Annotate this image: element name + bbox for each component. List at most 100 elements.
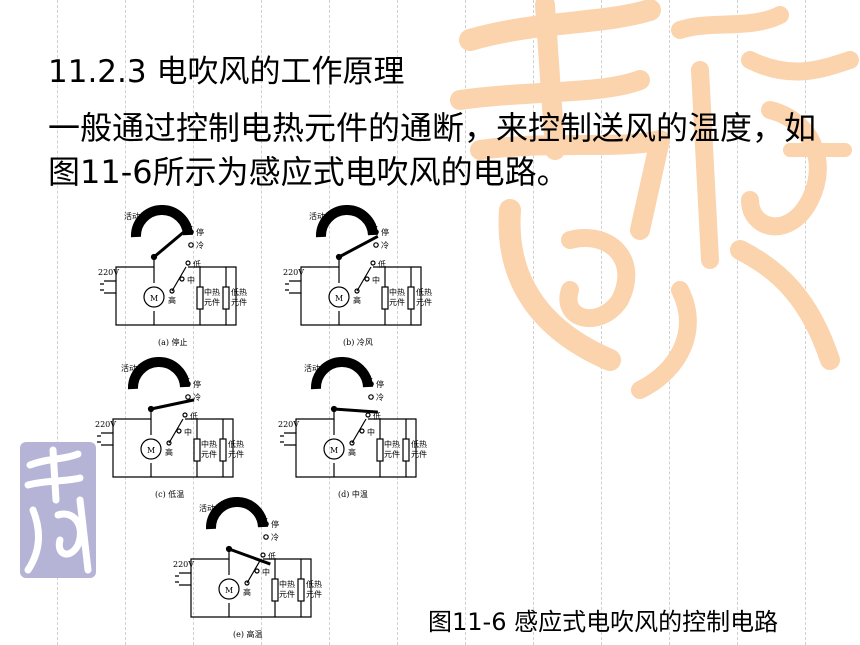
seal-stamp-decoration (20, 442, 96, 578)
label-voltage: 220V (278, 420, 299, 429)
label-motor: M (330, 446, 338, 455)
label-stop: 停 (193, 379, 201, 389)
label-cool: 冷 (196, 240, 204, 250)
mid-heater-icon (381, 286, 389, 310)
label-mid-heater: 中热 (204, 287, 220, 297)
guide-line (193, 0, 194, 645)
guide-line (329, 0, 330, 645)
label-contact: 活动片 (124, 211, 148, 221)
motor-icon (143, 286, 165, 308)
low-heater-icon (402, 438, 410, 462)
label-low-heater: 元件 (306, 589, 322, 599)
label-motor: M (335, 294, 343, 303)
label-low-heater: 元件 (231, 297, 247, 307)
label-cool: 冷 (193, 392, 201, 402)
plug-icon (175, 572, 192, 586)
label-contact: 活动片 (121, 363, 145, 373)
label-voltage: 220V (173, 560, 194, 569)
guide-line (125, 0, 126, 645)
guide-line (669, 0, 670, 645)
label-low-heater: 元件 (411, 449, 427, 459)
low-heater-icon (297, 578, 305, 602)
switch-blade (153, 227, 189, 259)
label-mid-heater: 元件 (204, 297, 220, 307)
low-heater-icon (219, 438, 227, 462)
mid-heater-icon (376, 438, 384, 462)
label-mid-heater: 中热 (279, 579, 295, 589)
panel-caption: (a) 停止 (158, 337, 188, 347)
label-stop: 停 (381, 227, 389, 237)
label-high: 高 (353, 295, 361, 305)
motor-icon (323, 438, 345, 460)
label-cool: 冷 (271, 532, 279, 542)
label-cool: 冷 (376, 392, 384, 402)
contact-arc (206, 497, 268, 530)
panel-caption: (d) 中温 (338, 489, 368, 499)
label-low-heater: 低热 (411, 439, 427, 449)
plug-icon (97, 432, 114, 446)
label-motor: M (225, 586, 233, 595)
label-contact: 活动片 (304, 363, 328, 373)
label-low-heater: 元件 (416, 297, 432, 307)
label-mid: 中 (372, 275, 380, 285)
label-low-heater: 低热 (231, 287, 247, 297)
label-high: 高 (348, 447, 356, 457)
label-mid-heater: 元件 (384, 449, 400, 459)
label-mid-heater: 元件 (389, 297, 405, 307)
label-mid: 中 (367, 427, 375, 437)
mid-heater-icon (196, 286, 204, 310)
section-heading: 11.2.3 电吹风的工作原理 (48, 54, 405, 90)
body-paragraph: 一般通过控制电热元件的通断，来控制送风的温度，如图11-6所示为感应式电吹风的电… (48, 109, 817, 191)
guide-line (57, 0, 58, 645)
guide-line (737, 0, 738, 645)
figure-caption: 图11-6 感应式电吹风的控制电路 (428, 608, 779, 636)
label-contact: 活动片 (309, 211, 333, 221)
mid-heater-icon (271, 578, 279, 602)
switch-blade (150, 398, 195, 411)
guide-line (261, 0, 262, 645)
label-mid: 中 (184, 427, 192, 437)
contact-arc (131, 205, 193, 238)
contact-arc (311, 357, 373, 390)
label-motor: M (150, 294, 158, 303)
contact-arc (128, 357, 190, 390)
label-voltage: 220V (98, 268, 119, 277)
label-mid: 中 (262, 567, 270, 577)
label-mid-heater: 中热 (389, 287, 405, 297)
plug-icon (100, 280, 117, 294)
label-high: 高 (243, 587, 251, 597)
label-low: 低 (373, 411, 381, 421)
label-motor: M (147, 446, 155, 455)
motor-icon (218, 578, 240, 600)
label-mid: 中 (187, 275, 195, 285)
label-cool: 冷 (381, 240, 389, 250)
guide-line (533, 0, 534, 645)
switch-blade (333, 407, 378, 414)
switch-blade (338, 235, 379, 259)
label-low: 低 (268, 551, 276, 561)
label-mid-heater: 元件 (279, 589, 295, 599)
low-heater-icon (222, 286, 230, 310)
panel-caption: (e) 高温 (233, 629, 263, 639)
label-mid-heater: 中热 (384, 439, 400, 449)
seal-calligraphy-decoration (450, 0, 859, 399)
label-voltage: 220V (283, 268, 304, 277)
label-high: 高 (165, 447, 173, 457)
label-low-heater: 低热 (228, 439, 244, 449)
label-stop: 停 (196, 227, 204, 237)
label-low-heater: 低热 (306, 579, 322, 589)
label-high: 高 (168, 295, 176, 305)
panel-caption: (c) 低温 (155, 489, 184, 499)
plug-icon (285, 280, 302, 294)
label-low: 低 (193, 259, 201, 269)
label-stop: 停 (376, 379, 384, 389)
label-contact: 活动片 (199, 503, 223, 513)
label-low-heater: 低热 (416, 287, 432, 297)
panel-caption: (b) 冷风 (343, 337, 373, 347)
label-low-heater: 元件 (228, 449, 244, 459)
